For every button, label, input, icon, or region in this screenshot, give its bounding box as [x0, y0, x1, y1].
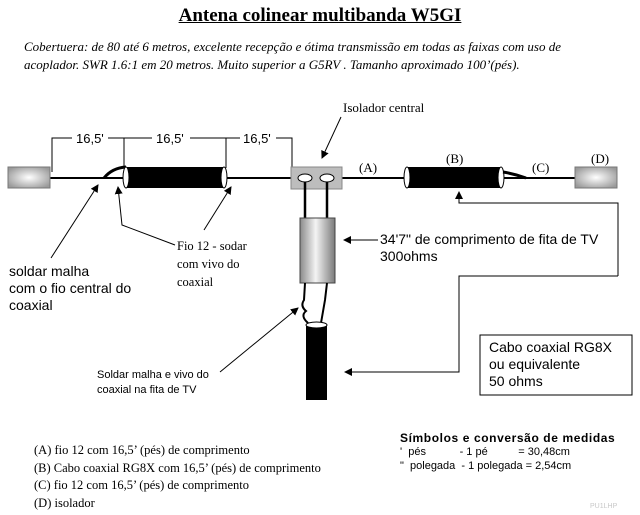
note-line: com vivo do [177, 257, 240, 271]
note-line: 34'7" de comprimento de fita de TV [380, 231, 599, 247]
left-coax-section [125, 167, 225, 188]
note-line: Cabo coaxial RG8X [489, 339, 612, 355]
ribbon-note: 34'7" de comprimento de fita de TV 300oh… [380, 231, 598, 265]
note-line: Soldar malha e vivo do [97, 369, 209, 381]
note-line: 300ohms [380, 248, 438, 264]
dimension-label: 16,5' [156, 131, 184, 146]
coax-box [479, 334, 633, 396]
segment-label-a: (A) [359, 160, 378, 175]
signature: PU1LHP [590, 503, 618, 510]
wire-note: Fio 12 - sodar com vivo do coaxial [177, 237, 247, 291]
tv-ribbon-300ohm [299, 217, 336, 284]
dimension-label: 16,5' [76, 131, 104, 146]
segment-label-c: (C) [532, 160, 550, 175]
right-insulator [574, 166, 618, 189]
segment-label-b: (B) [446, 151, 464, 166]
segment-label-d: (D) [591, 151, 610, 166]
dimension-brackets [51, 137, 293, 172]
legend: (A) fio 12 com 16,5’ (pés) de compriment… [34, 442, 321, 512]
note-line: coaxial na fita de TV [97, 384, 197, 396]
legend-item: (A) fio 12 com 16,5’ (pés) de compriment… [34, 443, 250, 457]
right-coax-section [406, 167, 502, 188]
note-line: ou equivalente [489, 356, 581, 372]
coax-callout-lines [344, 191, 619, 376]
symbols-table: Símbolos e conversão de medidas ' pés - … [400, 431, 615, 473]
symbols-heading: Símbolos e conversão de medidas [400, 431, 616, 445]
legend-item: (C) fio 12 com 16,5’ (pés) de compriment… [34, 478, 249, 492]
note-line: coaxial [9, 297, 53, 313]
feed-solder-note: Soldar malha e vivo do coaxial na fita d… [97, 368, 209, 398]
description: Cobertuera: de 80 até 6 metros, excelent… [24, 38, 561, 74]
note-line: Fio 12 - sodar [177, 239, 247, 253]
dimension-label: 16,5' [243, 131, 271, 146]
feed-coax [306, 324, 327, 400]
note-line: soldar malha [9, 263, 90, 279]
coax-box-text: Cabo coaxial RG8X ou equivalente 50 ohms [489, 339, 612, 390]
callout-arrows [50, 116, 378, 373]
note-line: coaxial [177, 275, 214, 289]
description-line: Cobertuera: de 80 até 6 metros, excelent… [24, 39, 561, 54]
description-line: acoplador. SWR 1.6:1 em 20 metros. Muito… [24, 57, 520, 72]
legend-item: (D) isolador [34, 495, 95, 510]
page-title: Antena colinear multibanda W5GI [178, 5, 462, 26]
legend-item: (B) Cabo coaxial RG8X com 16,5’ (pés) de… [34, 460, 321, 475]
symbols-row: " polegada - 1 polegada = 2,54cm [400, 460, 572, 472]
note-line: com o fio central do [9, 280, 132, 296]
note-line: 50 ohms [489, 373, 543, 389]
left-insulator [7, 166, 51, 189]
symbols-row: ' pés - 1 pé = 30,48cm [400, 446, 570, 458]
solder-shield-note: soldar malha com o fio central do coaxia… [9, 263, 131, 314]
center-insulator-label: Isolador central [343, 100, 425, 115]
